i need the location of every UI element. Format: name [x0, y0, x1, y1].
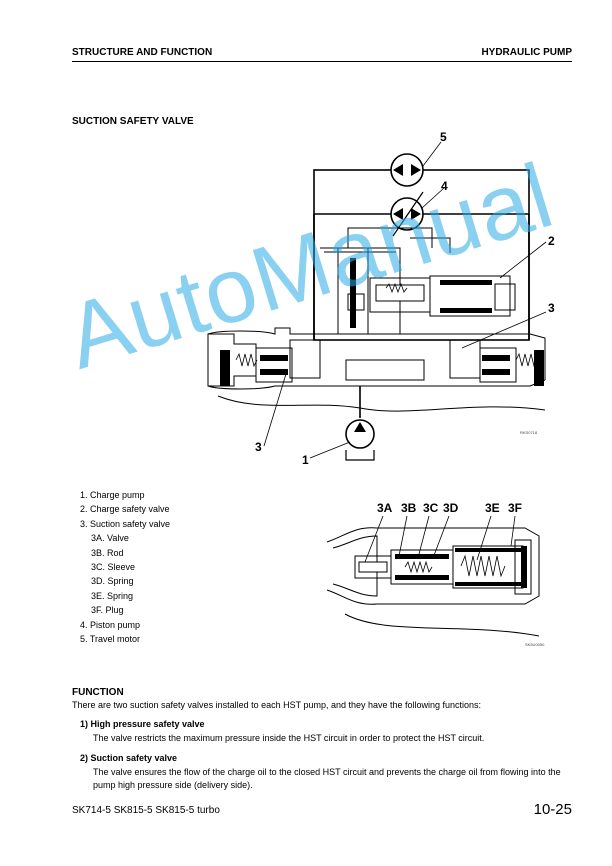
- section-title: SUCTION SAFETY VALVE: [72, 116, 194, 127]
- figure1-callout-3-right: 3: [548, 301, 555, 315]
- parts-list: 1. Charge pump 2. Charge safety valve 3.…: [80, 488, 170, 646]
- figure2-callout-3D: 3D: [443, 501, 459, 515]
- list-item: 2. Charge safety valve: [80, 504, 170, 515]
- figure1-callout-5: 5: [440, 130, 447, 144]
- list-item: 5. Travel motor: [80, 634, 141, 645]
- figure2-callout-3E: 3E: [485, 501, 500, 515]
- header-chapter-title: HYDRAULIC PUMP: [481, 47, 572, 58]
- header-rule: [72, 61, 572, 62]
- list-item: 3A. Valve: [91, 533, 129, 544]
- page-number: 10-25: [533, 801, 572, 818]
- list-item: 3B. Rod: [91, 547, 124, 558]
- figure2-callout-3A: 3A: [377, 501, 393, 515]
- list-item: 1. Charge pump: [80, 490, 145, 500]
- suction-safety-valve-figure: 3A 3B 3C 3D 3E 3F SK5U0050: [326, 501, 545, 647]
- function-item-1-title: 1) High pressure safety valve: [80, 719, 205, 729]
- footer-models: SK714-5 SK815-5 SK815-5 turbo: [72, 805, 220, 816]
- list-item: 3E. Spring: [91, 590, 134, 601]
- function-item-1-body: The valve restricts the maximum pressure…: [93, 733, 485, 743]
- list-item: 3D. Spring: [91, 576, 134, 587]
- piston-pump-symbol: [390, 191, 424, 237]
- function-intro: There are two suction safety valves inst…: [72, 700, 482, 710]
- list-item: 3. Suction safety valve: [80, 518, 171, 529]
- function-heading: FUNCTION: [72, 687, 124, 698]
- figure2-callout-3C: 3C: [423, 501, 439, 515]
- figure2-callout-3B: 3B: [401, 501, 417, 515]
- figure1-code: RKS0718: [520, 430, 538, 435]
- figure1-callout-2: 2: [548, 234, 555, 248]
- function-item-2-body: The valve ensures the flow of the charge…: [93, 767, 561, 790]
- list-item: 3C. Sleeve: [91, 562, 136, 573]
- list-item: 4. Piston pump: [80, 619, 141, 630]
- charge-pump-symbol: [345, 386, 375, 461]
- figure2-callout-3F: 3F: [508, 501, 522, 515]
- travel-motor-symbol: [390, 153, 424, 187]
- function-item-2-title: 2) Suction safety valve: [80, 753, 178, 763]
- figure2-code: SK5U0050: [525, 642, 545, 647]
- header-section-title: STRUCTURE AND FUNCTION: [72, 47, 213, 58]
- figure1-callout-4: 4: [441, 179, 448, 193]
- figure1-callout-1: 1: [302, 453, 309, 467]
- figure1-callout-3-left: 3: [255, 440, 262, 454]
- hydraulic-circuit-figure: 5 4 2 3 3 1 RKS0718: [207, 130, 555, 467]
- list-item: 3F. Plug: [91, 605, 124, 616]
